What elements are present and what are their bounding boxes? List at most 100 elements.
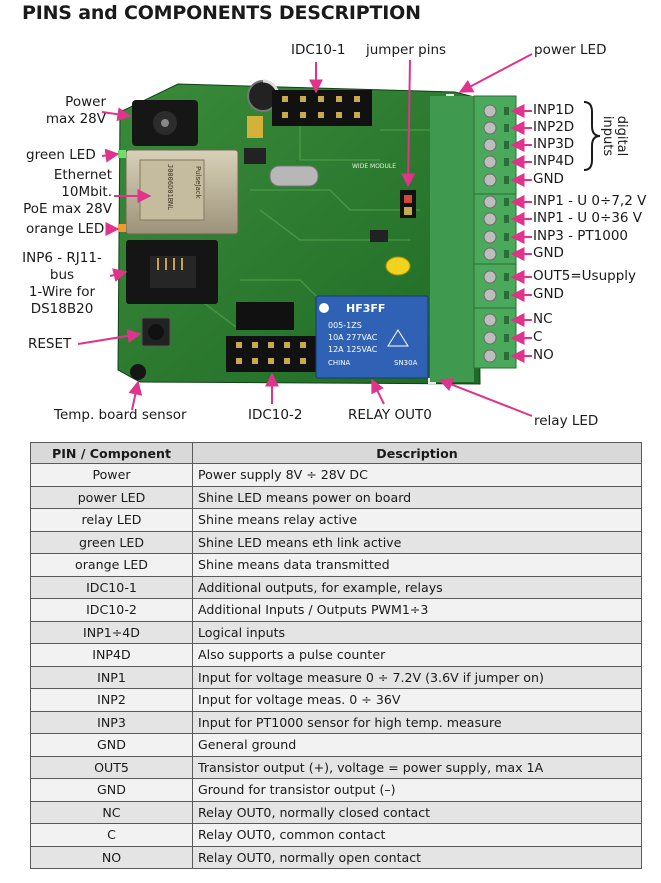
description-cell: Additional Inputs / Outputs PWM1÷3 bbox=[192, 598, 642, 622]
orange-led-label: orange LED bbox=[26, 221, 105, 237]
description-cell: Transistor output (+), voltage = power s… bbox=[192, 755, 642, 779]
relay-origin-text: CHINA bbox=[328, 359, 350, 367]
table-header-row: PIN / Component Description bbox=[30, 442, 642, 464]
pin-cell: INP3 bbox=[30, 710, 193, 734]
relay bbox=[315, 295, 429, 379]
pin-cell: GND bbox=[30, 733, 193, 757]
pin-cell: IDC10-1 bbox=[30, 575, 193, 599]
header-description: Description bbox=[192, 442, 642, 464]
terminal-label: OUT5=Usupply bbox=[533, 268, 637, 284]
relay-rating2-text: 12A 125VAC bbox=[328, 345, 378, 354]
crystal bbox=[269, 165, 319, 187]
relay-out0-label: RELAY OUT0 bbox=[348, 407, 432, 423]
rj45-brand-text: PulseJack bbox=[194, 166, 202, 200]
terminal-label: INP2D bbox=[533, 119, 575, 135]
pin-cell: green LED bbox=[30, 530, 193, 554]
terminal-label: INP1 - U 0÷36 V bbox=[533, 210, 643, 226]
inp6-label-line1: INP6 - RJ11- bbox=[22, 250, 102, 266]
pin-cell: C bbox=[30, 823, 193, 847]
temp-sensor-label: Temp. board sensor bbox=[54, 407, 187, 423]
terminal-label: GND bbox=[533, 171, 564, 187]
idc10-1-label: IDC10-1 bbox=[291, 42, 346, 58]
pin-cell: INP1 bbox=[30, 665, 193, 689]
description-cell: Relay OUT0, normally open contact bbox=[192, 845, 642, 869]
power-label-line2: max 28V bbox=[45, 111, 106, 127]
pin-cell: GND bbox=[30, 778, 193, 802]
relay-model-text: 005-1ZS bbox=[328, 321, 362, 330]
relay-code-text: SN30A bbox=[394, 359, 418, 367]
jumper-pins-label: jumper pins bbox=[366, 42, 447, 58]
description-cell: Ground for transistor output (–) bbox=[192, 778, 642, 802]
digital-inputs-brace bbox=[583, 101, 601, 171]
terminal-label: C bbox=[533, 329, 543, 345]
green-led bbox=[118, 150, 126, 158]
description-cell: Additional outputs, for example, relays bbox=[192, 575, 642, 599]
ethernet-label-line3: PoE max 28V bbox=[23, 201, 112, 217]
relay-brand-text: HF3FF bbox=[346, 302, 385, 315]
description-cell: Power supply 8V ÷ 28V DC bbox=[192, 463, 642, 487]
ethernet-label-line1: Ethernet bbox=[53, 167, 112, 183]
digital-inputs-label: digital inputs bbox=[600, 115, 629, 157]
description-cell: Also supports a pulse counter bbox=[192, 643, 642, 667]
description-cell: Input for PT1000 sensor for high temp. m… bbox=[192, 710, 642, 734]
description-cell: Relay OUT0, common contact bbox=[192, 823, 642, 847]
terminal-blocks bbox=[430, 95, 517, 382]
terminal-label: INP3 - PT1000 bbox=[533, 228, 629, 244]
pin-cell: NO bbox=[30, 845, 193, 869]
board-diagram: PulseJack J0006D01BNL WIDE MODULE HF3FF bbox=[77, 53, 601, 417]
power-led-label: power LED bbox=[534, 42, 607, 58]
description-cell: Shine LED means power on board bbox=[192, 485, 642, 509]
terminal-label: NC bbox=[533, 311, 553, 327]
terminal-label: GND bbox=[533, 286, 564, 302]
terminal-label: NO bbox=[533, 347, 554, 363]
ethernet-label-line2: 10Mbit. bbox=[61, 184, 112, 200]
description-cell: General ground bbox=[192, 733, 642, 757]
terminal-label: INP3D bbox=[533, 136, 575, 152]
pin-cell: OUT5 bbox=[30, 755, 193, 779]
relay-led-label: relay LED bbox=[534, 413, 599, 429]
pin-cell: relay LED bbox=[30, 508, 193, 532]
pin-cell: power LED bbox=[30, 485, 193, 509]
description-cell: Shine means data transmitted bbox=[192, 553, 642, 577]
temp-sensor bbox=[130, 364, 146, 380]
pin-cell: Power bbox=[30, 463, 193, 487]
inp6-label-line3: 1-Wire for bbox=[28, 284, 96, 300]
orange-led bbox=[118, 224, 126, 232]
pin-cell: INP2 bbox=[30, 688, 193, 712]
idc10-1-header bbox=[272, 90, 372, 126]
board-mark-text: WIDE MODULE bbox=[352, 163, 396, 170]
idc10-2-header bbox=[226, 336, 318, 372]
description-cell: Shine means relay active bbox=[192, 508, 642, 532]
description-cell: Shine LED means eth link active bbox=[192, 530, 642, 554]
pin-cell: INP1÷4D bbox=[30, 620, 193, 644]
reset-label: RESET bbox=[28, 336, 72, 352]
pin-cell: INP4D bbox=[30, 643, 193, 667]
terminal-label: GND bbox=[533, 245, 564, 261]
description-cell: Relay OUT0, normally closed contact bbox=[192, 800, 642, 824]
green-led-label: green LED bbox=[26, 147, 96, 163]
pin-cell: orange LED bbox=[30, 553, 193, 577]
terminal-label: INP1 - U 0÷7,2 V bbox=[533, 193, 647, 209]
inp6-label-line2: bus bbox=[49, 267, 75, 283]
terminal-label: INP1D bbox=[533, 102, 575, 118]
relay-rating1-text: 10A 277VAC bbox=[328, 333, 378, 342]
pin-cell: IDC10-2 bbox=[30, 598, 193, 622]
header-pin-component: PIN / Component bbox=[30, 442, 193, 464]
rj45-code-text: J0006D01BNL bbox=[166, 164, 174, 210]
idc10-2-label: IDC10-2 bbox=[248, 407, 303, 423]
